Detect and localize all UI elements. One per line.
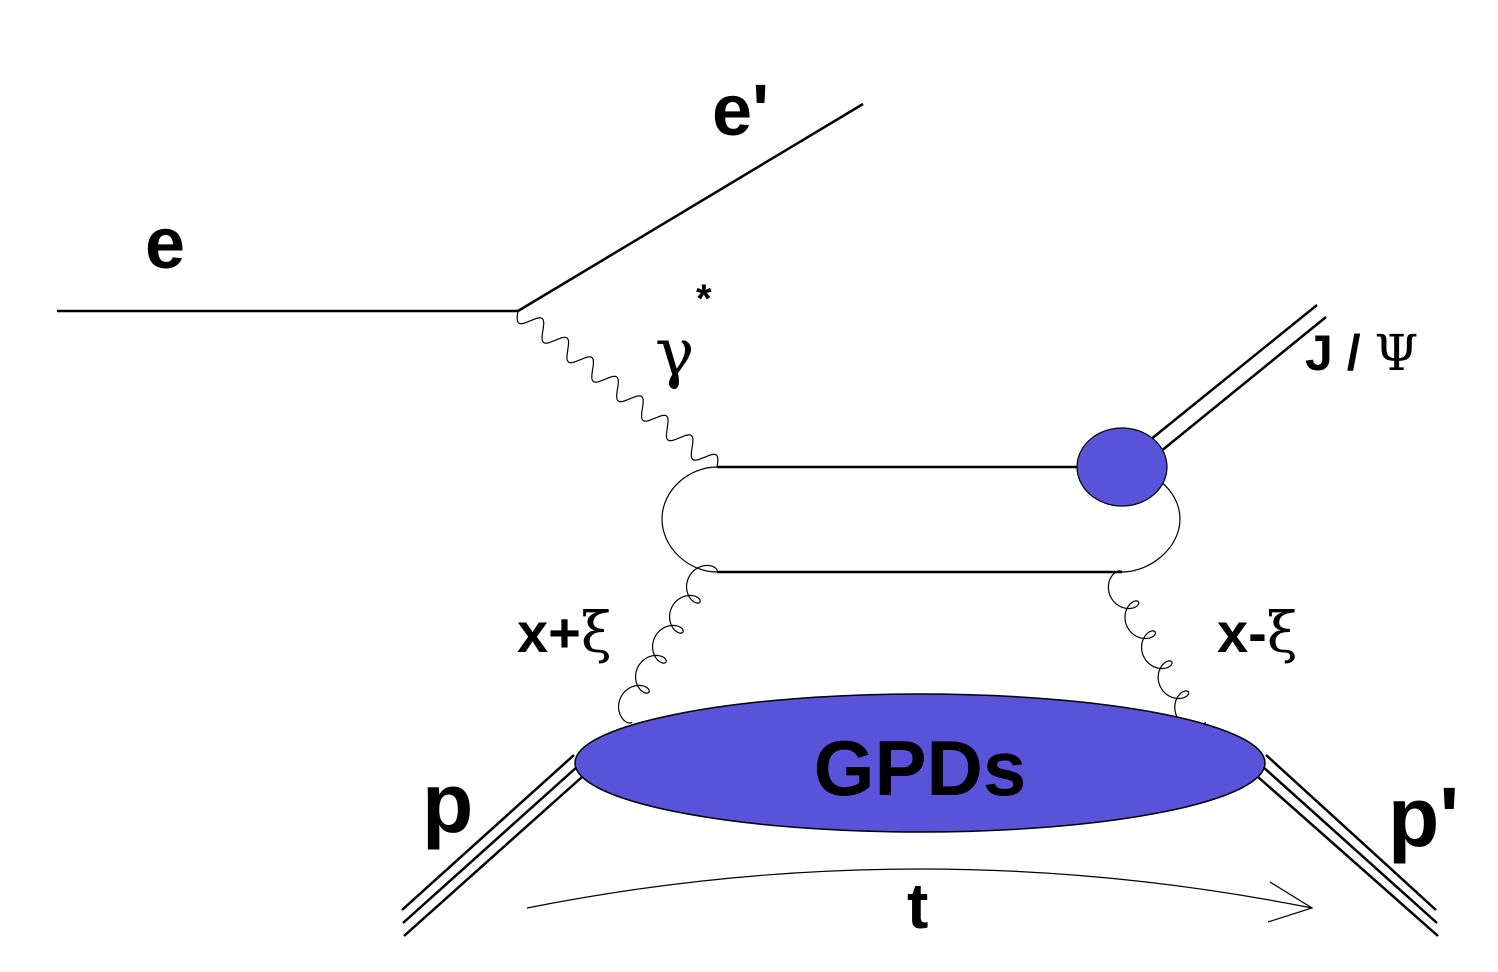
label-jpsi: J / Ψ [1305, 324, 1418, 382]
virtual-photon-line [516, 310, 719, 468]
incoming-proton-lines [401, 754, 583, 937]
label-gluon-left-xi: ξ [581, 601, 612, 666]
label-photon-star: * [696, 277, 712, 321]
label-gluon-right-xi: ξ [1267, 601, 1298, 666]
label-jpsi-prefix: J / [1305, 325, 1374, 381]
meson-vertex-blob [1076, 427, 1168, 507]
label-gluon-right-prefix: x- [1217, 601, 1267, 664]
label-gluon-left: x+ξ [517, 601, 612, 666]
gpd-blob [574, 693, 1266, 833]
label-proton-out: p' [1388, 770, 1459, 864]
momentum-transfer-arrow [526, 868, 1313, 909]
label-photon: γ [655, 314, 694, 391]
label-proton-in: p [422, 756, 473, 850]
outgoing-proton-lines [1257, 754, 1439, 937]
label-gluon-left-prefix: x+ [517, 601, 581, 664]
jpsi-line-1 [1149, 304, 1318, 441]
label-electron-out: e' [712, 71, 769, 151]
label-gluon-right: x-ξ [1217, 601, 1298, 666]
label-momentum-transfer: t [907, 870, 928, 942]
label-jpsi-psi: Ψ [1374, 324, 1418, 382]
jpsi-line-2 [1159, 316, 1327, 453]
label-gpd: GPDs [814, 724, 1026, 812]
outgoing-electron-line [517, 102, 864, 313]
gluon-right-line [1107, 570, 1206, 730]
label-electron-in: e [145, 204, 185, 284]
gluon-left-line [618, 564, 718, 724]
momentum-transfer-arrowhead [1267, 881, 1314, 923]
